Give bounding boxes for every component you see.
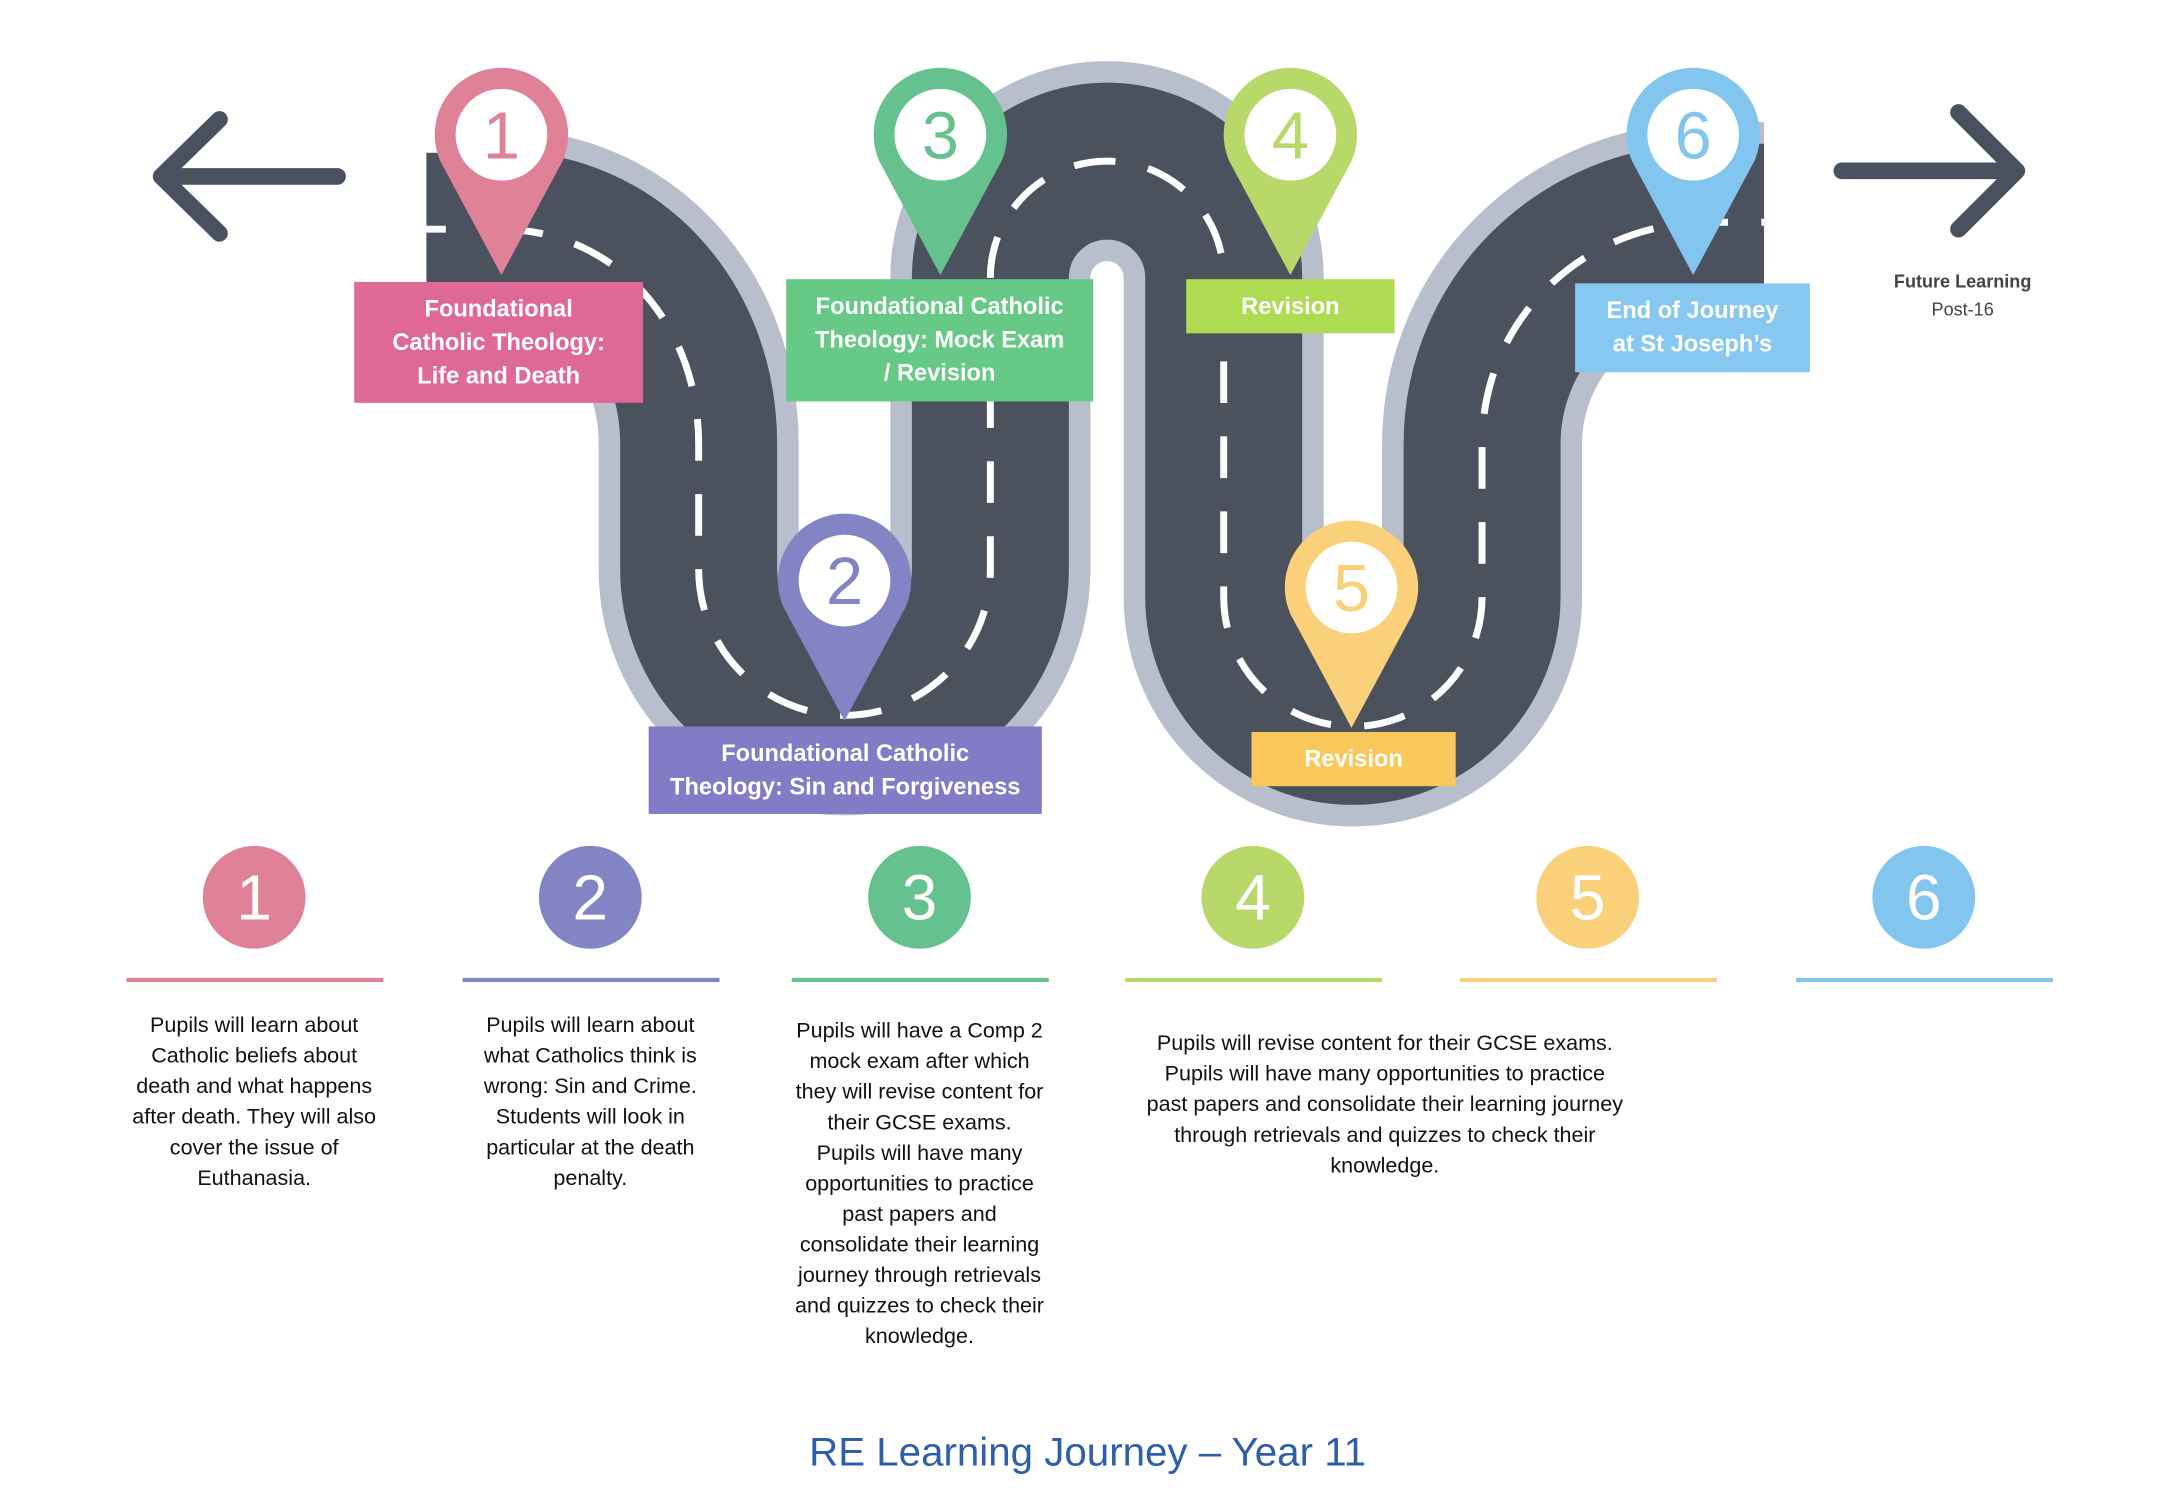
label-line: Foundational Catholic <box>721 739 970 767</box>
step-number-circle: 6 <box>1872 845 1976 949</box>
map-pin-icon-1: 1 <box>434 67 569 276</box>
description-line: penalty. <box>553 1166 628 1191</box>
map-pin-icon-6: 6 <box>1626 67 1760 276</box>
description-line: Pupils will have a Comp 2 <box>796 1019 1043 1044</box>
label-line: Catholic Theology: <box>392 328 605 355</box>
label-line: / Revision <box>883 359 996 387</box>
description-line: consolidate their learning <box>799 1233 1040 1258</box>
label-line: Life and Death <box>417 361 580 389</box>
description-line: journey through retrievals <box>798 1263 1041 1288</box>
label-line: End of Journey <box>1606 297 1779 324</box>
description-line: what Catholics think is <box>483 1044 697 1069</box>
milestone-label-6: End of Journey at St Joseph’s <box>1575 283 1810 373</box>
divider <box>791 977 1049 983</box>
description-line: knowledge. <box>1330 1154 1440 1178</box>
description-line: wrong: Sin and Crime. <box>483 1075 697 1099</box>
description-line: they will revise content for <box>795 1080 1044 1105</box>
arrow-right-icon[interactable] <box>1833 104 2026 238</box>
winding-road <box>400 48 1809 827</box>
step-number-circle: 4 <box>1201 845 1305 949</box>
page-title: RE Learning Journey – Year 11 <box>809 1430 1367 1476</box>
label-line: Revision <box>1241 292 1340 319</box>
milestone-label-5: Revision <box>1251 732 1456 787</box>
pin-center <box>798 534 891 627</box>
description-line: Pupils will learn about <box>150 1013 359 1038</box>
divider <box>126 977 384 983</box>
pin-center <box>455 88 548 181</box>
description-line: Euthanasia. <box>197 1166 312 1191</box>
label-line: Theology: Mock Exam <box>814 326 1065 353</box>
description-line: Pupils will have many opportunities to p… <box>1164 1062 1606 1087</box>
description-line: mock exam after which <box>809 1050 1030 1074</box>
description-line: death and what happens <box>136 1075 373 1099</box>
future-learning-note: Future Learning Post-16 <box>1861 268 2064 324</box>
map-pin-icon-2: 2 <box>777 513 912 721</box>
divider <box>462 977 720 983</box>
description-line: particular at the death <box>486 1136 695 1160</box>
label-line: Revision <box>1304 745 1403 772</box>
pin-number: 1 <box>483 99 520 173</box>
description-line: past papers and consolidate their learni… <box>1146 1093 1624 1117</box>
map-pin-icon-4: 4 <box>1223 67 1358 276</box>
pin-number: 6 <box>1675 99 1712 173</box>
step-number-circle: 3 <box>868 845 971 949</box>
description-line: opportunities to practice <box>805 1172 1034 1196</box>
description-line: through retrievals and quizzes to check … <box>1174 1123 1596 1148</box>
map-pin-icon-5: 5 <box>1284 520 1419 728</box>
arrow-left-icon[interactable] <box>152 111 346 242</box>
pin-center <box>1305 541 1398 634</box>
pin-number: 5 <box>1333 552 1370 626</box>
label-line: Foundational <box>424 295 573 322</box>
future-stage-label: Post-16 <box>1931 298 1994 320</box>
pin-number: 2 <box>826 545 863 619</box>
divider <box>1795 977 2053 983</box>
pin-number: 4 <box>1272 99 1309 173</box>
step-description: Pupils will revise content for their GCS… <box>1079 1029 1690 1182</box>
step-number-circle: 5 <box>1536 845 1640 949</box>
pin-number: 3 <box>922 99 959 173</box>
description-line: their GCSE exams. <box>827 1111 1012 1135</box>
description-line: and quizzes to check their <box>795 1294 1044 1319</box>
map-pin-icon-3: 3 <box>873 67 1008 276</box>
description-line: after death. They will also <box>132 1105 377 1130</box>
step-number-circle: 1 <box>202 845 306 949</box>
step-description: Pupils will have a Comp 2 mock exam after… <box>746 1017 1093 1353</box>
pin-center <box>1244 88 1337 181</box>
description-line: Students will look in <box>495 1105 685 1130</box>
divider <box>1459 977 1717 983</box>
divider <box>1125 977 1383 983</box>
label-line: Theology: Sin and Forgiveness <box>670 772 1021 800</box>
road-center-dashes <box>426 157 1765 730</box>
pin-center <box>1647 88 1740 181</box>
description-line: Catholic beliefs about <box>151 1044 358 1069</box>
description-line: Pupils will revise content for their GCS… <box>1156 1032 1613 1056</box>
step-description: Pupils will learn about what Catholics th… <box>417 1011 764 1194</box>
description-line: knowledge. <box>865 1325 974 1349</box>
description-line: past papers and <box>842 1202 997 1227</box>
future-learning-label: Future Learning <box>1893 270 2032 292</box>
description-line: Pupils will learn about <box>486 1013 695 1038</box>
label-line: at St Joseph’s <box>1612 330 1773 357</box>
milestone-label-4: Revision <box>1186 279 1395 334</box>
label-line: Foundational Catholic <box>815 293 1064 320</box>
description-line: cover the issue of <box>169 1136 339 1160</box>
description-line: Pupils will have many <box>816 1141 1023 1166</box>
step-number-circle: 2 <box>538 845 642 949</box>
pin-center <box>894 88 987 181</box>
